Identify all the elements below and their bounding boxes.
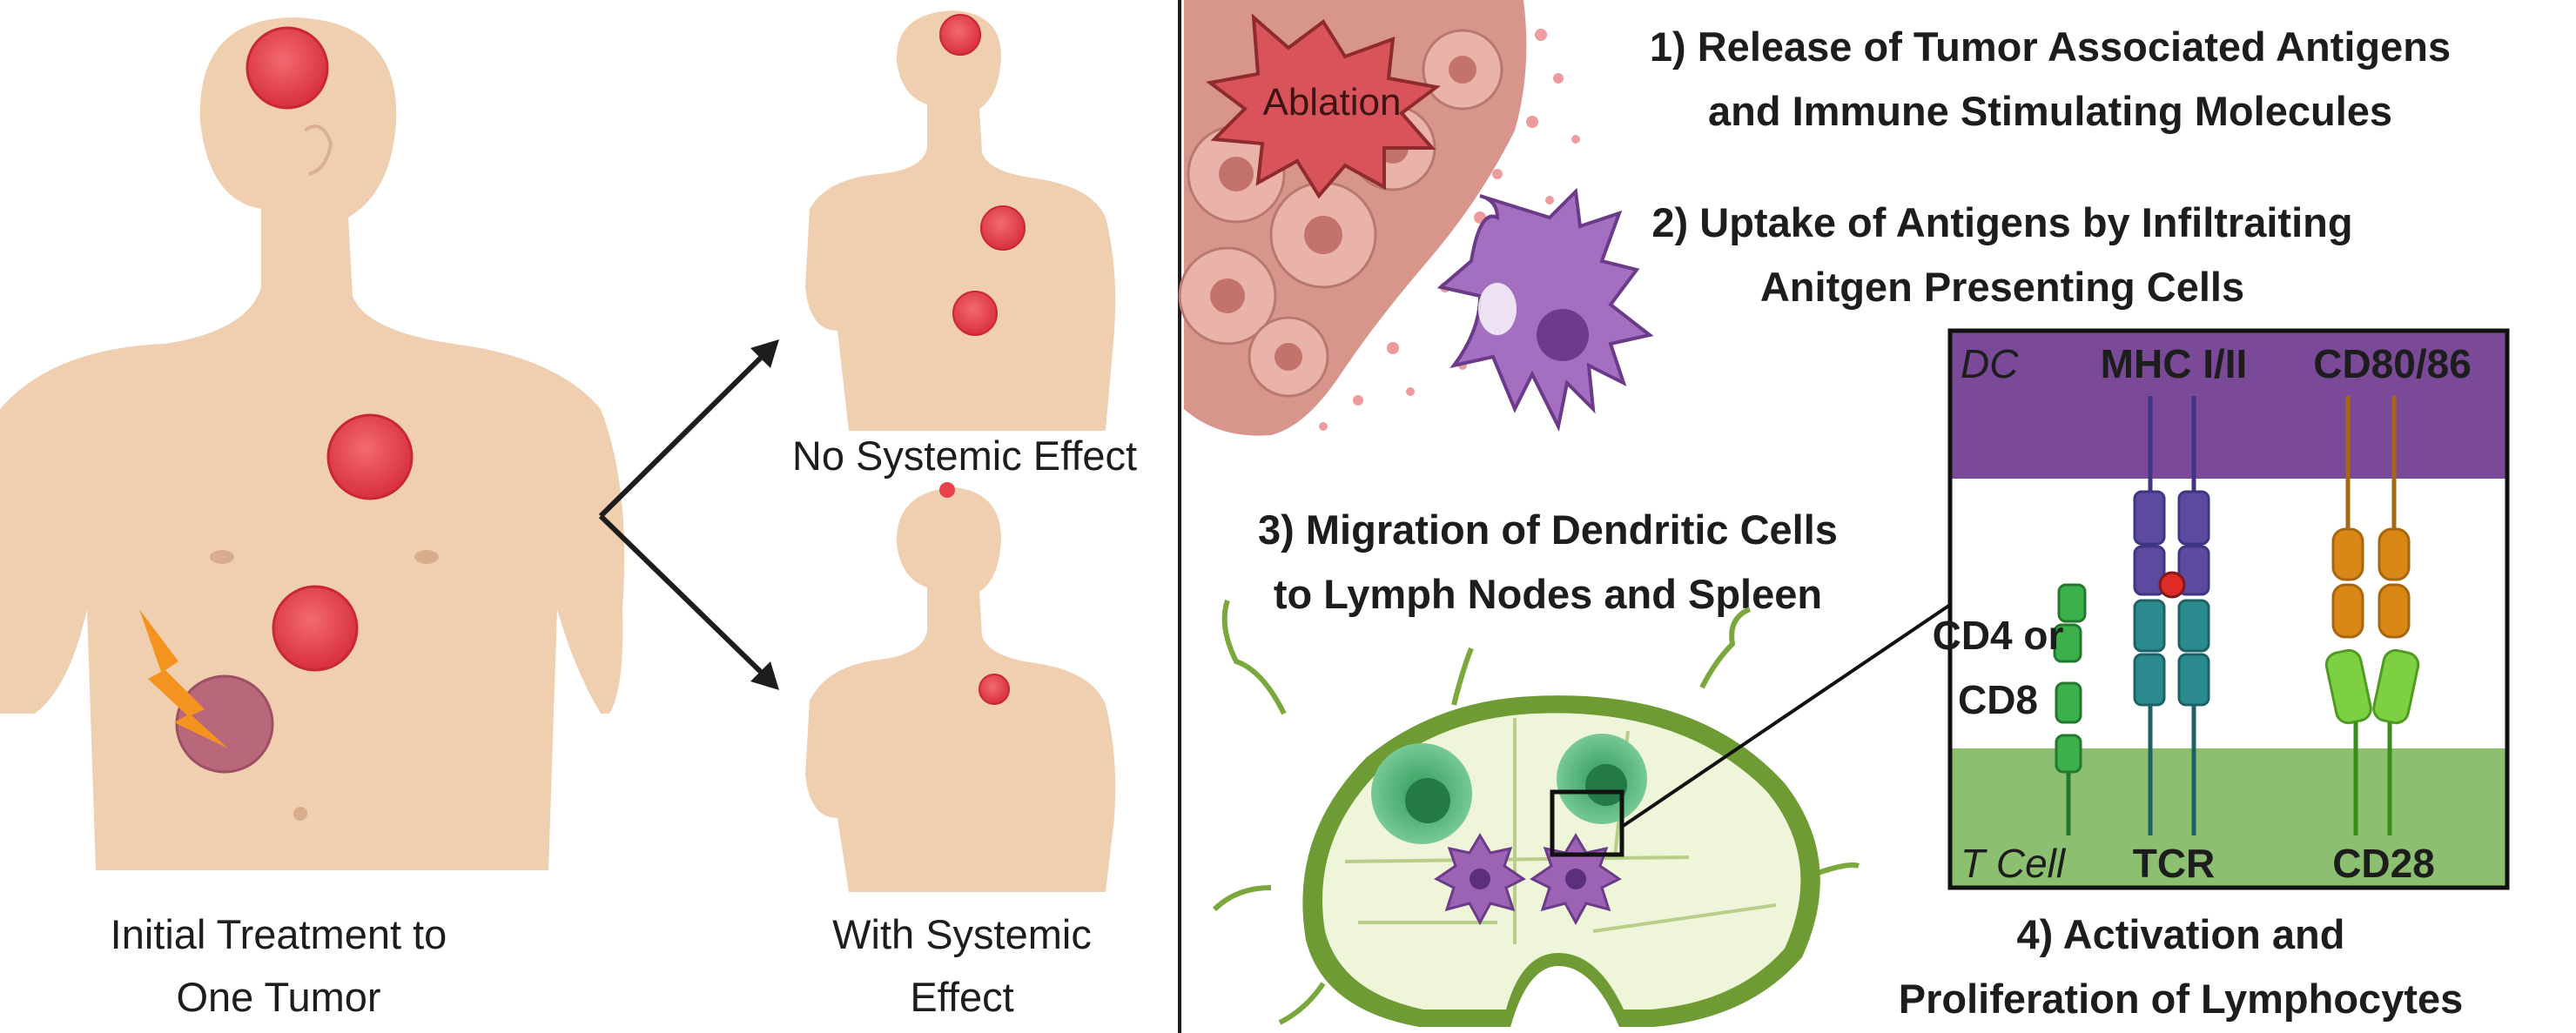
cd28-molecule	[2324, 648, 2420, 725]
patient-with-systemic-body	[805, 487, 1116, 892]
left-caption-line1: Initial Treatment to	[111, 911, 447, 957]
tumor-icon	[979, 674, 1010, 705]
patient-no-systemic-body	[805, 10, 1116, 431]
cd80-stems	[2345, 396, 2397, 531]
mhc-stems	[2148, 396, 2196, 496]
mhc-label: MHC I/II	[2101, 341, 2248, 386]
lymph-dc-nucleus	[1470, 869, 1490, 889]
left-caption-line2: One Tumor	[176, 974, 380, 1020]
step2-line1: 2) Uptake of Antigens by Infiltraiting	[1651, 199, 2352, 245]
cd28-label: CD28	[2332, 841, 2435, 886]
tumor-icon	[245, 26, 414, 672]
tcr-stems	[2148, 705, 2196, 835]
arrow-icon-up	[598, 350, 769, 519]
dc-membrane-band	[1950, 331, 2507, 479]
ablation-starburst-icon	[1206, 13, 1441, 199]
cd4-molecule	[2053, 583, 2087, 774]
zoom-box	[1550, 789, 1624, 857]
with-systemic-caption-line1: With Systemic	[832, 911, 1092, 957]
lymph-follicle	[1371, 734, 1647, 844]
cd28-stems	[2353, 722, 2392, 835]
navel-icon	[293, 807, 307, 821]
branch-arrows	[598, 350, 769, 680]
dc-label: DC	[1961, 341, 2019, 386]
nipple-right-icon	[414, 550, 439, 564]
no-systemic-caption: No Systemic Effect	[792, 433, 1137, 479]
tcell-membrane-band	[1950, 748, 2507, 888]
tcr-label: TCR	[2133, 841, 2216, 886]
dendritic-cell-vacuole	[1478, 283, 1517, 335]
ablated-tumor-icon	[175, 674, 274, 774]
tcr-molecule	[2133, 599, 2210, 707]
patient-no-systemic	[805, 10, 1116, 431]
zoom-connector-line	[1620, 603, 1952, 828]
patient-large	[0, 17, 625, 870]
dendritic-cell-icon	[1436, 187, 1654, 433]
step4-line2: Proliferation of Lymphocytes	[1899, 976, 2464, 1022]
cd80-molecule	[2331, 527, 2411, 639]
step3-line1: 3) Migration of Dendritic Cells	[1258, 506, 1838, 553]
arrow-icon-down	[598, 513, 769, 680]
cd80-label: CD80/86	[2313, 341, 2472, 386]
tcell-label: T Cell	[1961, 841, 2067, 886]
lymph-dc-nucleus	[1565, 869, 1586, 889]
patient-with-systemic	[805, 482, 1116, 892]
patient-large-body	[0, 17, 625, 870]
lightning-bolt-icon	[139, 609, 228, 748]
antigen-peptide-icon	[2158, 571, 2186, 599]
lymph-vessels	[1212, 600, 1860, 1025]
tumor-shrunk-icon	[939, 482, 955, 498]
step3-line2: to Lymph Nodes and Spleen	[1274, 571, 1822, 617]
nipple-left-icon	[210, 550, 234, 564]
immune-synapse-inset: DC MHC I/II CD80/86 CD4 or CD8 T Cell TC…	[1933, 328, 2510, 890]
step2-line2: Anitgen Presenting Cells	[1760, 264, 2244, 310]
step4-line1: 4) Activation and	[2017, 911, 2345, 957]
patient-large-ear-icon	[303, 124, 333, 176]
arrow-head-down-icon	[750, 661, 779, 690]
with-systemic-caption-line2: Effect	[910, 974, 1013, 1020]
inset-frame	[1947, 328, 2510, 890]
mhc-molecule	[2133, 490, 2210, 596]
arrow-head-up-icon	[750, 339, 779, 368]
tumor-icon	[939, 14, 1026, 336]
step1-line2: and Immune Stimulating Molecules	[1708, 88, 2392, 134]
cd4-label-line2: CD8	[1958, 677, 2038, 722]
cd4-label-line1: CD4 or	[1933, 613, 2064, 658]
step1-line1: 1) Release of Tumor Associated Antigens	[1650, 23, 2451, 70]
ablation-label: Ablation	[1262, 81, 1401, 124]
dendritic-cell-nucleus	[1537, 309, 1589, 361]
dendritic-cell-body	[1436, 187, 1654, 433]
synapse-gap	[1950, 479, 2507, 748]
lymph-node-icon	[1212, 600, 1860, 1027]
